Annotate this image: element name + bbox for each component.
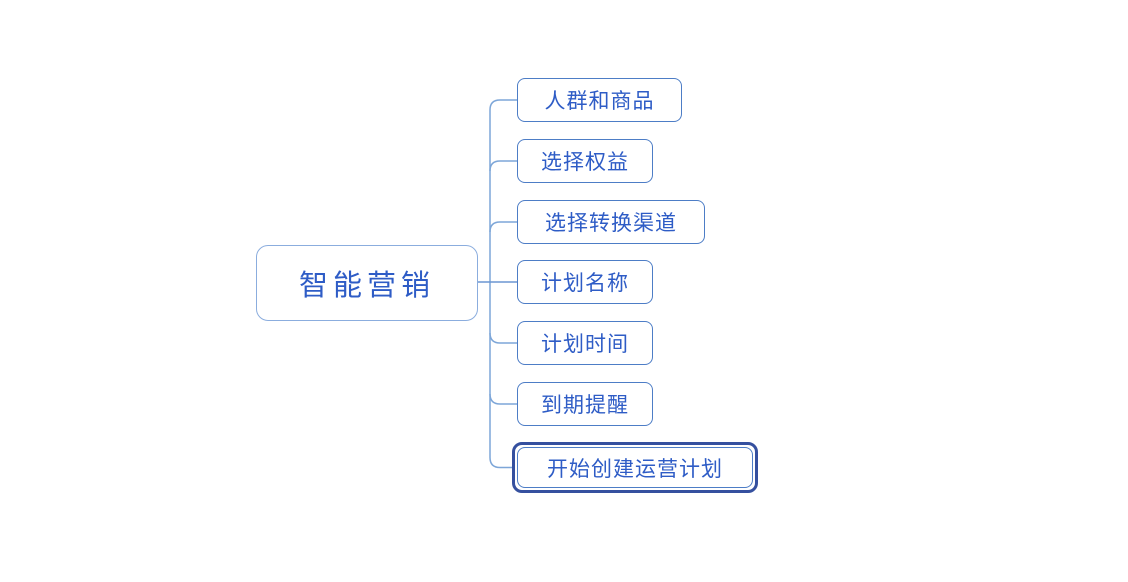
- mindmap-node-2[interactable]: 选择权益: [517, 139, 653, 183]
- mindmap-node-3[interactable]: 选择转换渠道: [517, 200, 705, 244]
- mindmap-node-5[interactable]: 计划时间: [517, 321, 653, 365]
- mindmap-node-6[interactable]: 到期提醒: [517, 382, 653, 426]
- mindmap-node-4[interactable]: 计划名称: [517, 260, 653, 304]
- mindmap-node-7[interactable]: 开始创建运营计划: [512, 442, 758, 493]
- mindmap-root-node[interactable]: 智能营销: [256, 245, 478, 321]
- mindmap-node-1[interactable]: 人群和商品: [517, 78, 682, 122]
